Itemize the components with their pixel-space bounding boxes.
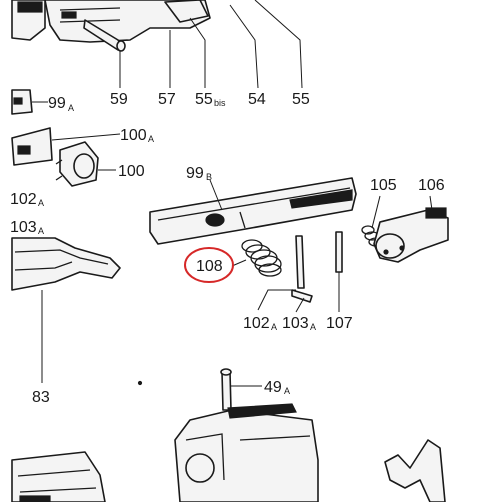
part-bottom-housing — [174, 403, 319, 502]
callout-99a: 99 A — [48, 95, 74, 113]
svg-text:A: A — [148, 134, 154, 144]
svg-text:59: 59 — [110, 91, 128, 108]
part-107-rod — [335, 231, 343, 273]
part-102a-pin — [291, 235, 313, 303]
svg-text:B: B — [206, 172, 212, 182]
svg-text:A: A — [310, 322, 316, 332]
part-99a — [11, 89, 33, 115]
part-102a-clip — [11, 127, 53, 166]
svg-text:99: 99 — [48, 95, 66, 112]
svg-text:A: A — [38, 226, 44, 236]
part-100-knob — [55, 141, 99, 187]
svg-text:100: 100 — [120, 127, 147, 144]
svg-text:102: 102 — [243, 315, 270, 332]
part-54-55-assembly — [44, 0, 211, 43]
svg-text:57: 57 — [158, 91, 176, 108]
svg-text:55: 55 — [292, 91, 310, 108]
svg-text:106: 106 — [418, 177, 445, 194]
part-99b-slide — [149, 177, 357, 245]
svg-text:103: 103 — [282, 315, 309, 332]
part-small-block-left — [11, 0, 46, 41]
callout-105: 105 — [370, 177, 397, 194]
part-49a-pin — [220, 368, 232, 411]
callout-100a: 100 A — [120, 127, 154, 144]
svg-text:100: 100 — [118, 163, 145, 180]
svg-text:103: 103 — [10, 219, 37, 236]
highlight-circle-108 — [184, 247, 234, 283]
callout-103a-left: 103 A — [10, 219, 44, 236]
svg-text:A: A — [271, 322, 277, 332]
callout-54: 54 — [248, 91, 266, 108]
part-59-pin — [83, 19, 126, 52]
svg-text:A: A — [68, 103, 74, 113]
svg-text:49: 49 — [264, 379, 282, 396]
part-106-knob — [373, 207, 449, 263]
callout-102a-mid: 102 A — [243, 315, 277, 332]
svg-text:105: 105 — [370, 177, 397, 194]
svg-text:55: 55 — [195, 91, 213, 108]
callout-103a-mid: 103 A — [282, 315, 316, 332]
svg-text:99: 99 — [186, 165, 204, 182]
svg-text:83: 83 — [32, 389, 50, 406]
callout-83: 83 — [32, 389, 50, 406]
part-bottom-right-lever — [384, 439, 446, 502]
part-bottom-left-plate — [11, 451, 106, 502]
callout-55bis: 55 bis — [195, 91, 226, 108]
part-83-housing — [11, 237, 121, 291]
svg-text:102: 102 — [10, 191, 37, 208]
callout-108: 108 — [184, 247, 234, 283]
callout-106: 106 — [418, 177, 445, 194]
callout-59: 59 — [110, 91, 128, 108]
svg-text:A: A — [38, 198, 44, 208]
svg-text:A: A — [284, 386, 290, 396]
callout-57: 57 — [158, 91, 176, 108]
svg-text:107: 107 — [326, 315, 353, 332]
svg-text:108: 108 — [196, 258, 223, 275]
part-108-spring — [241, 239, 282, 277]
callout-99b: 99 B — [186, 165, 212, 182]
callout-107: 107 — [326, 315, 353, 332]
svg-text:54: 54 — [248, 91, 266, 108]
svg-text:bis: bis — [214, 98, 226, 108]
callout-55: 55 — [292, 91, 310, 108]
callout-102a-left: 102 A — [10, 191, 44, 208]
callout-49a: 49 A — [264, 379, 290, 396]
callout-100: 100 — [118, 163, 145, 180]
